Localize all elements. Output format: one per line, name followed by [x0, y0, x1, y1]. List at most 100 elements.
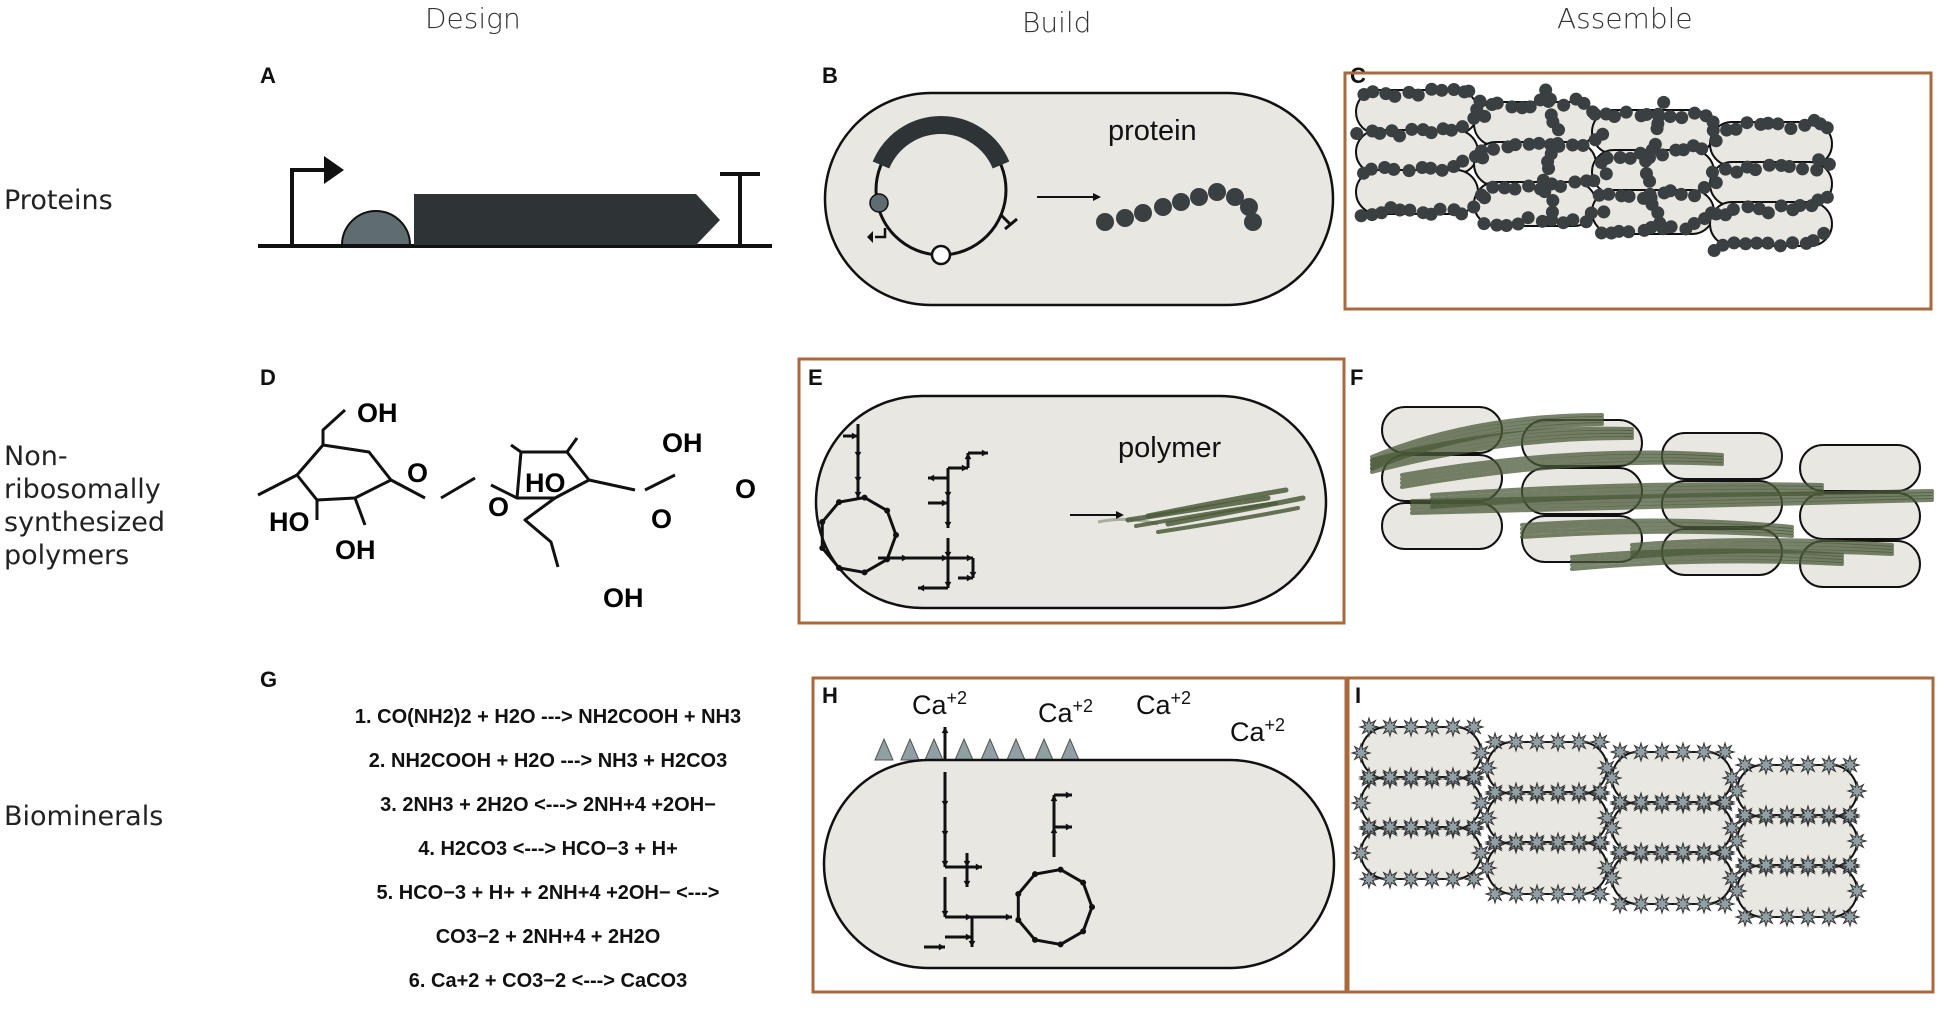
protein-monomer	[1523, 100, 1537, 114]
protein-monomer	[1595, 226, 1609, 240]
mineral-crystal	[1846, 780, 1868, 802]
mineral-crystal	[1476, 807, 1498, 829]
reaction-equations: 1. CO(NH2)2 + H2O ---> NH2COOH + NH3 2. …	[258, 706, 838, 1014]
mineral-crystal	[1693, 893, 1715, 915]
protein-monomer	[1511, 217, 1525, 231]
protein-monomer	[1709, 134, 1723, 148]
mineral-crystal	[1526, 831, 1548, 853]
polymer-strand	[1370, 435, 1634, 474]
protein-assembly-panel	[1343, 71, 1933, 311]
chemical-bonds	[257, 408, 676, 568]
amino-acid	[1172, 193, 1190, 211]
panel-label-g: G	[260, 667, 278, 692]
protein-monomer	[1538, 185, 1552, 199]
cell	[1611, 801, 1733, 855]
amino-acid	[1154, 198, 1172, 216]
protein-build-cell	[823, 91, 1335, 307]
protein-monomer	[1433, 202, 1447, 216]
arrow-head	[975, 863, 982, 871]
cell	[1611, 851, 1733, 905]
protein-monomer	[1784, 121, 1798, 135]
mineral-crystal	[1797, 906, 1819, 928]
protein-monomer	[1435, 163, 1449, 177]
mineral-crystal	[1714, 741, 1736, 763]
pathway-node	[861, 569, 868, 576]
protein-monomer	[1455, 207, 1469, 221]
mineral-crystal	[1568, 883, 1590, 905]
mineral-crystal	[1589, 731, 1611, 753]
mineral-crystal	[1589, 883, 1611, 905]
pathway-node	[1080, 879, 1087, 886]
mineral-crystal	[1400, 816, 1422, 838]
cell	[1486, 791, 1608, 845]
terminator-icon	[720, 172, 760, 246]
arrow-head	[944, 551, 952, 558]
pathway-node	[884, 507, 891, 514]
mineral-crystal	[1755, 804, 1777, 826]
arrow-head	[981, 449, 988, 457]
protein-monomer	[1761, 206, 1775, 220]
protein-monomer	[1597, 205, 1611, 219]
protein-monomer	[1675, 111, 1689, 125]
protein-monomer	[1771, 117, 1785, 131]
pathway-node	[861, 494, 868, 501]
mineral-crystal	[1358, 816, 1380, 838]
equation-5: 5. HCO−3 + H+ + 2NH+4 +2OH− <--->	[376, 882, 720, 904]
mineral-crystal	[1601, 817, 1623, 839]
protein-monomer	[1364, 162, 1378, 176]
mineral-crystal	[1672, 791, 1694, 813]
protein-monomer	[1653, 216, 1667, 230]
protein-monomer	[1435, 83, 1449, 97]
protein-monomer	[1639, 154, 1653, 168]
rbs-shape	[340, 210, 412, 246]
cyclic-pathway	[820, 496, 898, 574]
polymer-strand	[1630, 549, 1894, 559]
pathway-node	[1032, 936, 1038, 943]
protein-monomer	[1782, 160, 1796, 174]
mineral-crystal	[1601, 867, 1623, 889]
mineral-nucleus	[924, 737, 944, 761]
metabolic-pathway-icon	[924, 727, 1095, 951]
calcium-ion-label: Ca+2	[1230, 715, 1286, 747]
protein-monomer	[1695, 142, 1709, 156]
mineral-crystal	[1379, 766, 1401, 788]
mineral-crystal	[1470, 792, 1492, 814]
protein-monomer	[1424, 126, 1438, 140]
highlight-frame	[1343, 71, 1933, 311]
protein-monomer	[1596, 127, 1610, 141]
equation-4: 4. H2CO3 <---> HCO−3 + H+	[418, 838, 678, 860]
row-header-biominerals: Biominerals	[4, 801, 164, 832]
mineral-crystal	[1776, 854, 1798, 876]
panel-label-a: A	[260, 63, 276, 88]
mineral-nucleus	[1006, 737, 1026, 761]
protein-monomer	[1455, 120, 1469, 134]
mineral-crystal	[1693, 791, 1715, 813]
mineral-crystal	[1463, 716, 1485, 738]
mineral-crystal	[1776, 906, 1798, 928]
mineral-crystal	[1734, 754, 1756, 776]
plasmid-icon	[867, 116, 1018, 266]
arrow-head	[941, 830, 949, 837]
protein-monomer	[1577, 96, 1591, 110]
polymer-strand	[1097, 517, 1159, 526]
mineral-crystal	[1476, 757, 1498, 779]
mineral-crystal	[1526, 781, 1548, 803]
row-header-proteins: Proteins	[4, 185, 113, 216]
cell	[1736, 764, 1858, 818]
polymer-strand	[1400, 453, 1724, 481]
protein-monomer	[1726, 202, 1740, 216]
mineral-crystal	[1651, 893, 1673, 915]
polymer-strand	[1520, 529, 1794, 539]
arrow-head	[941, 860, 949, 867]
protein-monomer	[1687, 216, 1701, 230]
protein-monomer	[1730, 165, 1744, 179]
mineral-crystal	[1839, 804, 1861, 826]
mineral-crystal	[1379, 716, 1401, 738]
protein-monomer	[1508, 182, 1522, 196]
polymer-fiber-icon	[1097, 487, 1306, 534]
protein-monomer	[1536, 173, 1550, 187]
mineral-crystal	[1505, 731, 1527, 753]
mineral-crystal	[1734, 906, 1756, 928]
mineral-crystal	[1776, 804, 1798, 826]
arrow-head	[1065, 823, 1072, 831]
